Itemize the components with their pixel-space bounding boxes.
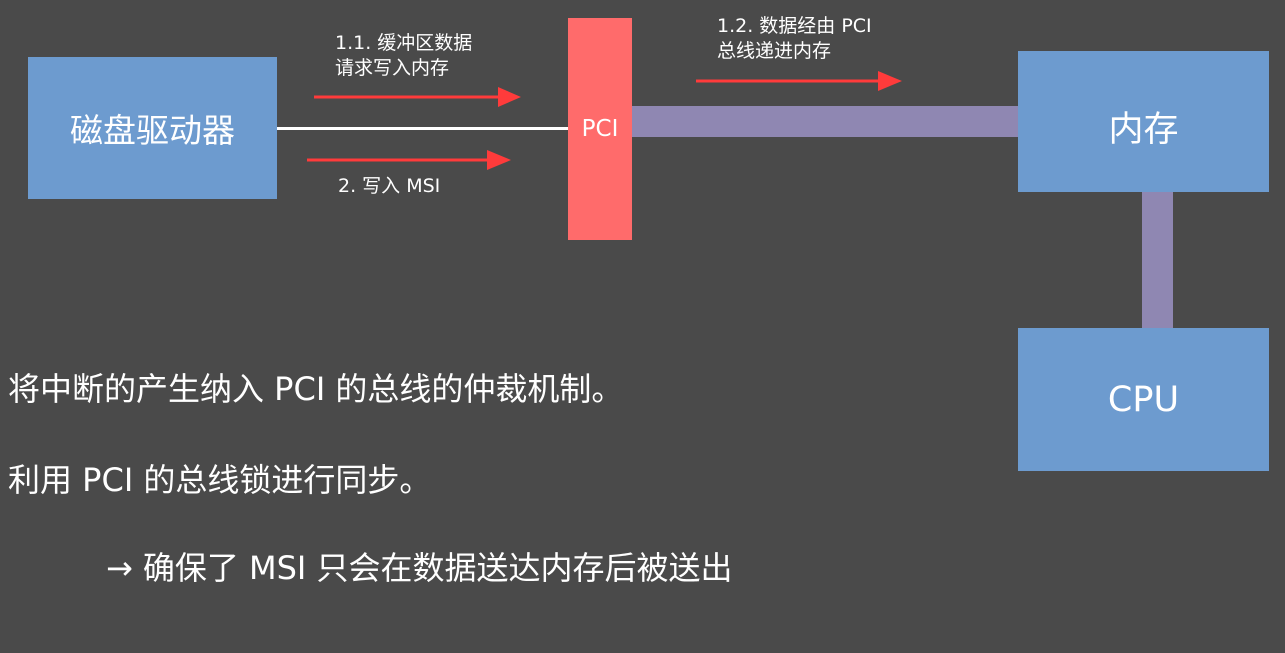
- memory-cpu-bus: [1142, 192, 1173, 328]
- cpu-box: CPU: [1018, 328, 1269, 471]
- step-1-1-label: 1.1. 缓冲区数据 请求写入内存: [335, 31, 472, 81]
- pci-label: PCI: [581, 116, 619, 142]
- step-1-1-line2: 请求写入内存: [335, 57, 450, 79]
- step-1-2-label: 1.2. 数据经由 PCI 总线递进内存: [717, 14, 872, 64]
- cpu-label: CPU: [1107, 380, 1180, 420]
- arrow-1-2: [696, 71, 902, 91]
- disk-driver-box: 磁盘驱动器: [28, 57, 277, 199]
- pci-memory-bus: [632, 106, 1018, 137]
- body-line-1: 将中断的产生纳入 PCI 的总线的仲裁机制。: [8, 370, 624, 408]
- step-1-2-line1: 1.2. 数据经由 PCI: [717, 15, 872, 37]
- memory-box: 内存: [1018, 51, 1269, 192]
- step-1-2-line2: 总线递进内存: [717, 40, 832, 62]
- pci-bus-box: PCI: [568, 18, 632, 240]
- step-1-1-line1: 1.1. 缓冲区数据: [335, 32, 473, 54]
- disk-pci-connector: [277, 127, 568, 130]
- body-line-2: 利用 PCI 的总线锁进行同步。: [8, 461, 432, 499]
- right-arrow-icon: →: [106, 549, 133, 587]
- step-2-label: 2. 写入 MSI: [338, 174, 440, 199]
- arrow-2: [307, 150, 511, 170]
- disk-driver-label: 磁盘驱动器: [70, 111, 235, 150]
- memory-label: 内存: [1108, 110, 1179, 150]
- body-line-3-text: 确保了 MSI 只会在数据送达内存后被送出: [142, 549, 733, 587]
- arrow-1-1: [314, 87, 521, 107]
- body-line-3: →确保了 MSI 只会在数据送达内存后被送出: [8, 545, 858, 591]
- step-2-text: 2. 写入 MSI: [338, 175, 441, 197]
